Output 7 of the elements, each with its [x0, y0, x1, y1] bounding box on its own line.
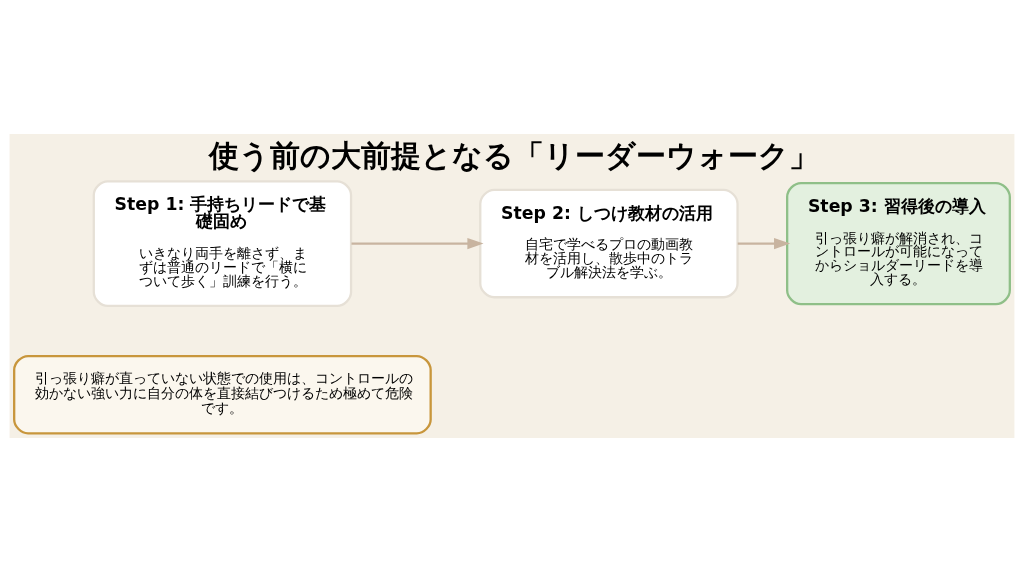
node-box: 引っ張り癖が直っていない状態での使用は、コントロールの効かない強い力に自分の体を直接結びつけるため極めて危険です。: [13, 354, 432, 435]
node-box: Step 3: 習得後の導入 引っ張り癖が解消され、コントロールが可能になってからショルダーリードを導入する。: [786, 181, 1011, 306]
diagram-title: 使う前の大前提となる「リーダーウォーク」: [208, 138, 819, 174]
node-box: Step 1: 手持ちリードで基礎固め いきなり両手を離さず、まずは普通のリードで「横について歩く」訓練を行う。: [92, 180, 353, 308]
node-box: Step 2: しつけ教材の活用 自宅で学べるプロの動画教材を活用し、散歩中のトラブル解決法を学ぶ。: [479, 188, 739, 299]
arrow: [351, 237, 484, 250]
arrow: [737, 237, 791, 250]
